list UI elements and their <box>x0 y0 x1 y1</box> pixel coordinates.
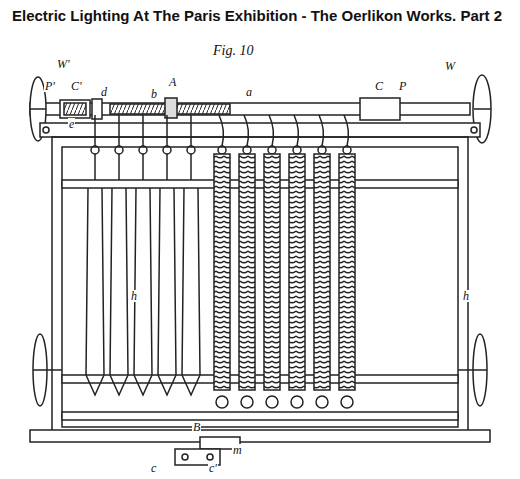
part-letter: a <box>245 86 253 98</box>
resistance-coil <box>339 154 355 390</box>
part-letter: W' <box>56 58 71 70</box>
figure-number: Fig. 10 <box>212 44 254 58</box>
part-letter: h <box>130 290 138 302</box>
hanger <box>118 115 120 146</box>
resistance-strip <box>158 188 176 395</box>
part-letter: c' <box>208 462 218 474</box>
part-letter: C' <box>70 80 83 92</box>
resistance-coil <box>314 154 330 390</box>
hanger <box>319 115 323 146</box>
hanger <box>142 115 144 146</box>
part-letter: P <box>398 80 407 92</box>
hanger <box>244 115 248 146</box>
resistance-coil <box>214 154 230 390</box>
coil-ring <box>216 396 228 408</box>
strip-stem <box>118 154 120 180</box>
hanger <box>269 115 273 146</box>
part-letter: h <box>462 290 470 302</box>
part-letter: W <box>444 60 456 72</box>
part-letter: B <box>192 421 201 433</box>
coil-ring <box>316 396 328 408</box>
part-letter: d <box>100 86 108 98</box>
hanger <box>294 115 298 146</box>
hook <box>163 146 171 154</box>
resistance-coil <box>239 154 255 390</box>
strip-stem <box>166 154 168 180</box>
hook <box>243 146 251 154</box>
hook <box>293 146 301 154</box>
part-letter: A <box>168 76 177 88</box>
part-letter: m <box>232 444 243 456</box>
hook <box>187 146 195 154</box>
part-letter: P' <box>44 80 56 92</box>
hook <box>343 146 351 154</box>
hanger <box>344 115 348 146</box>
hook <box>318 146 326 154</box>
hook <box>115 146 123 154</box>
resistance-coil <box>289 154 305 390</box>
hanger <box>219 115 223 146</box>
resistance-coil <box>264 154 280 390</box>
strip-stem <box>94 154 96 180</box>
resistance-strip <box>110 188 128 395</box>
strip-stem <box>190 154 192 180</box>
page-title: Electric Lighting At The Paris Exhibitio… <box>12 7 502 24</box>
resistance-strip <box>182 188 200 395</box>
hook <box>139 146 147 154</box>
part-letter: C <box>374 80 384 92</box>
coil-ring <box>266 396 278 408</box>
part-letter: b <box>150 88 158 100</box>
hanger <box>94 115 96 146</box>
strip-stem <box>142 154 144 180</box>
hook <box>91 146 99 154</box>
coil-ring <box>241 396 253 408</box>
hanger <box>166 115 168 146</box>
hanger <box>190 115 192 146</box>
coil-ring <box>341 396 353 408</box>
part-letter: c <box>150 462 157 474</box>
hook <box>268 146 276 154</box>
hook <box>218 146 226 154</box>
coil-ring <box>291 396 303 408</box>
part-letter: e <box>68 118 75 130</box>
resistance-strip <box>86 188 104 395</box>
